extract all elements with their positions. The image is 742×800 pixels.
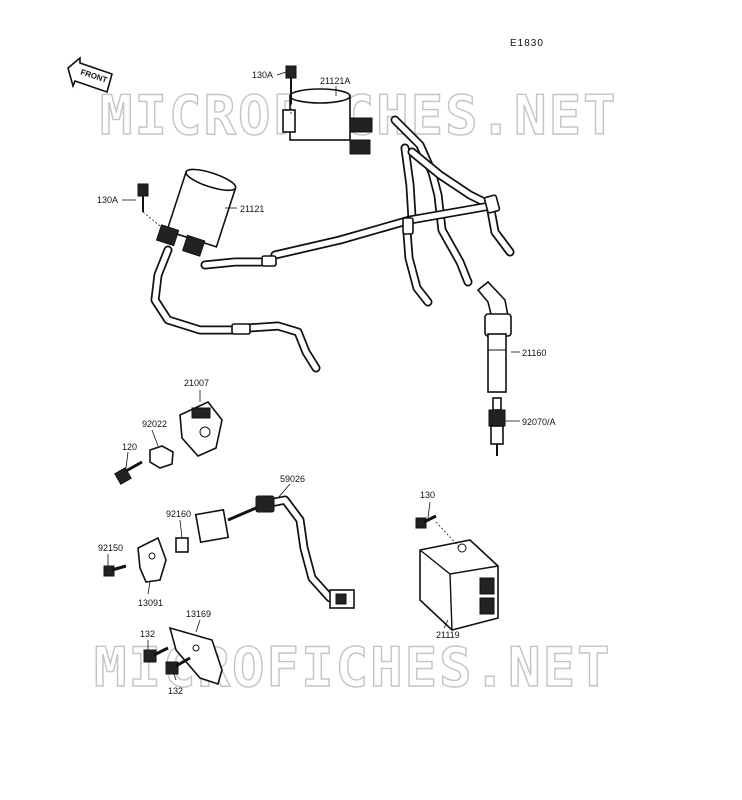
front-arrow-icon: FRONT xyxy=(67,56,113,94)
label-132-lower: 132 xyxy=(168,686,183,696)
label-92150: 92150 xyxy=(98,543,123,553)
ignition-coil-21121 xyxy=(137,168,237,257)
label-92022: 92022 xyxy=(142,419,167,429)
bolt-120 xyxy=(114,460,143,485)
label-13169: 13169 xyxy=(186,609,211,619)
label-21121a: 21121A xyxy=(320,76,350,86)
label-21007: 21007 xyxy=(184,378,209,388)
screw-132-lower xyxy=(165,656,191,675)
wire-harness-59026 xyxy=(227,495,355,609)
leader-lines xyxy=(107,71,520,681)
label-130: 130 xyxy=(420,490,435,500)
bolt-130 xyxy=(415,514,437,529)
part-labels: 130A 21121A 130A 21121 21160 92070/A 210… xyxy=(97,70,556,696)
label-21160: 21160 xyxy=(522,348,546,358)
ignition-leads xyxy=(150,115,515,373)
label-130a-upper: 130A xyxy=(252,70,273,80)
bracket-13169 xyxy=(168,626,223,686)
ignition-sensor-92160 xyxy=(175,508,230,553)
label-21119: 21119 xyxy=(436,630,460,640)
label-21121: 21121 xyxy=(240,204,264,214)
label-120: 120 xyxy=(122,442,137,452)
label-59026: 59026 xyxy=(280,474,305,484)
nut-92022 xyxy=(149,445,174,469)
pickup-coil-21007 xyxy=(179,401,223,457)
watermark-top: MICROFICHES.NET xyxy=(100,84,618,147)
spark-plug-92070a xyxy=(488,397,506,456)
ignition-coil-21121a xyxy=(282,65,373,155)
igniter-21119 xyxy=(419,539,499,631)
bracket-13091 xyxy=(137,536,167,583)
label-130a-lower: 130A xyxy=(97,195,118,205)
label-92070a: 92070/A xyxy=(522,417,556,427)
label-132-upper: 132 xyxy=(140,629,155,639)
spark-plug-cap-21160 xyxy=(476,280,512,393)
screw-132-upper xyxy=(143,646,169,663)
diagram-code: E1830 xyxy=(510,38,544,49)
bolt-92150 xyxy=(103,564,127,577)
label-13091: 13091 xyxy=(138,598,163,608)
label-92160: 92160 xyxy=(166,509,191,519)
